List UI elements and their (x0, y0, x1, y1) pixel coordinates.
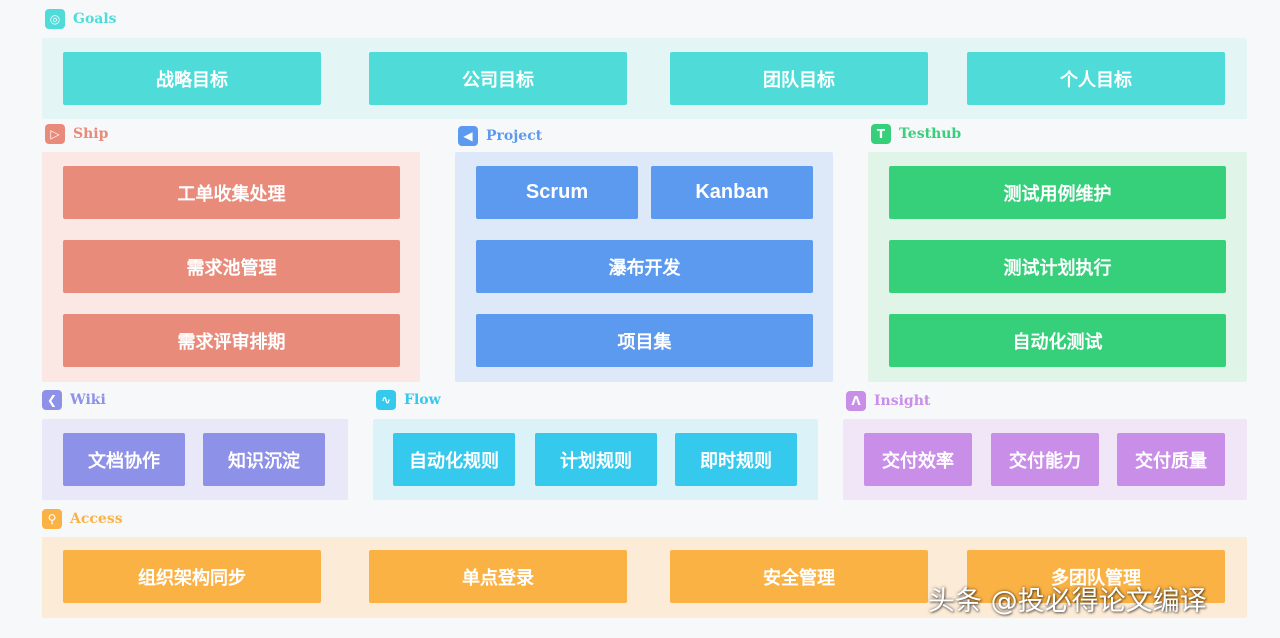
insight-icon: Λ (846, 391, 866, 411)
flow-icon: ∿ (376, 390, 396, 410)
testhub-item-cases[interactable]: 测试用例维护 (889, 166, 1226, 219)
testhub-header: T Testhub (871, 124, 961, 144)
goals-title: Goals (73, 11, 117, 27)
wiki-item-knowledge[interactable]: 知识沉淀 (203, 433, 325, 486)
flow-header: ∿ Flow (376, 390, 441, 410)
goals-header: ◎ Goals (45, 9, 117, 29)
access-item-sso[interactable]: 单点登录 (369, 550, 627, 603)
ship-header: ▷ Ship (45, 124, 108, 144)
insight-item-efficiency[interactable]: 交付效率 (864, 433, 972, 486)
goals-item-team[interactable]: 团队目标 (670, 52, 928, 105)
ship-item-backlog[interactable]: 需求池管理 (63, 240, 400, 293)
target-icon: ◎ (45, 9, 65, 29)
project-title: Project (486, 128, 543, 144)
project-item-kanban[interactable]: Kanban (651, 166, 813, 219)
project-icon: ◀ (458, 126, 478, 146)
ship-icon: ▷ (45, 124, 65, 144)
access-header: ⚲ Access (42, 509, 123, 529)
flow-title: Flow (404, 392, 441, 408)
flow-item-automation-rules[interactable]: 自动化规则 (393, 433, 515, 486)
wiki-title: Wiki (70, 392, 106, 408)
insight-item-quality[interactable]: 交付质量 (1117, 433, 1225, 486)
project-item-program[interactable]: 项目集 (476, 314, 813, 367)
ship-item-review[interactable]: 需求评审排期 (63, 314, 400, 367)
ship-title: Ship (73, 126, 109, 142)
insight-title: Insight (874, 393, 931, 409)
testhub-item-automation[interactable]: 自动化测试 (889, 314, 1226, 367)
goals-item-company[interactable]: 公司目标 (369, 52, 627, 105)
ship-item-tickets[interactable]: 工单收集处理 (63, 166, 400, 219)
access-title: Access (70, 511, 123, 527)
access-item-security[interactable]: 安全管理 (670, 550, 928, 603)
project-item-waterfall[interactable]: 瀑布开发 (476, 240, 813, 293)
flow-item-instant-rules[interactable]: 即时规则 (675, 433, 797, 486)
insight-header: Λ Insight (846, 391, 930, 411)
testhub-title: Testhub (899, 126, 962, 142)
testhub-icon: T (871, 124, 891, 144)
project-header: ◀ Project (458, 126, 542, 146)
access-item-org-sync[interactable]: 组织架构同步 (63, 550, 321, 603)
access-icon: ⚲ (42, 509, 62, 529)
goals-item-strategic[interactable]: 战略目标 (63, 52, 321, 105)
access-item-multi-team[interactable]: 多团队管理 (967, 550, 1225, 603)
watermark-text: 头条 @投必得论文编译 (928, 586, 1207, 617)
wiki-icon: ❮ (42, 390, 62, 410)
wiki-item-collab[interactable]: 文档协作 (63, 433, 185, 486)
goals-item-personal[interactable]: 个人目标 (967, 52, 1225, 105)
testhub-item-plans[interactable]: 测试计划执行 (889, 240, 1226, 293)
flow-item-scheduled-rules[interactable]: 计划规则 (535, 433, 657, 486)
project-item-scrum[interactable]: Scrum (476, 166, 638, 219)
wiki-header: ❮ Wiki (42, 390, 106, 410)
insight-item-capability[interactable]: 交付能力 (991, 433, 1099, 486)
